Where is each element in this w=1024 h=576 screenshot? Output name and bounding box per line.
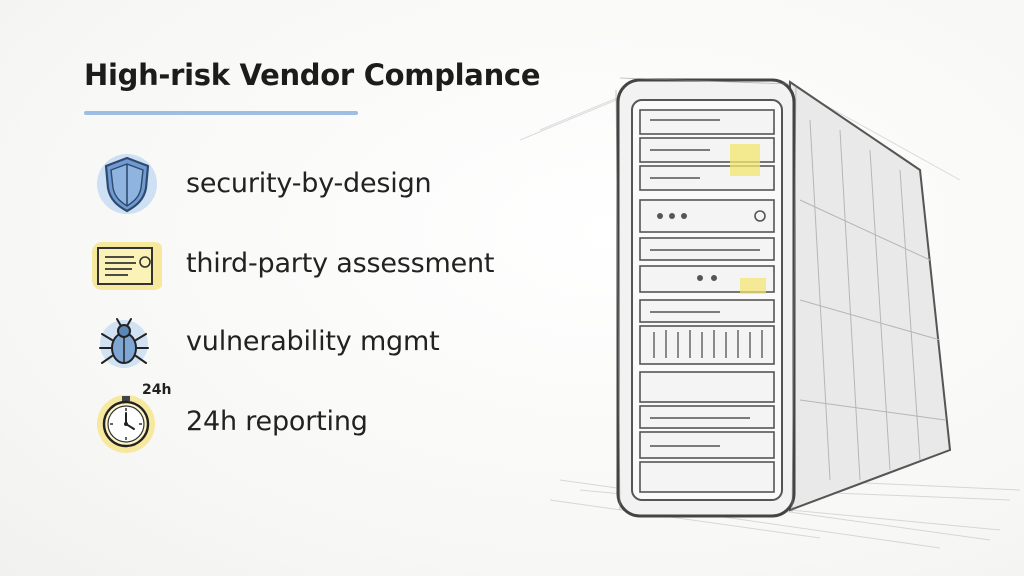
list-item-24h-reporting: 24h 24h reporting	[92, 382, 552, 456]
list-item-label: security-by-design	[186, 168, 432, 199]
title-underline	[84, 111, 358, 115]
list-item-label: vulnerability mgmt	[186, 326, 440, 357]
slide-title: High-risk Vendor Complance	[84, 58, 541, 92]
list-item-label: 24h reporting	[186, 406, 368, 437]
list-item-third-party-assessment: third-party assessment	[92, 228, 552, 298]
list-item-vulnerability-mgmt: vulnerability mgmt	[92, 306, 552, 376]
stopwatch-icon	[92, 386, 162, 456]
shield-icon	[92, 148, 162, 218]
certificate-icon	[92, 228, 164, 298]
bug-icon	[92, 306, 162, 376]
24h-badge: 24h	[142, 382, 172, 398]
list-item-security-by-design: security-by-design	[92, 148, 552, 218]
list-item-label: third-party assessment	[186, 248, 495, 279]
server-rack-icon	[519, 60, 1024, 560]
